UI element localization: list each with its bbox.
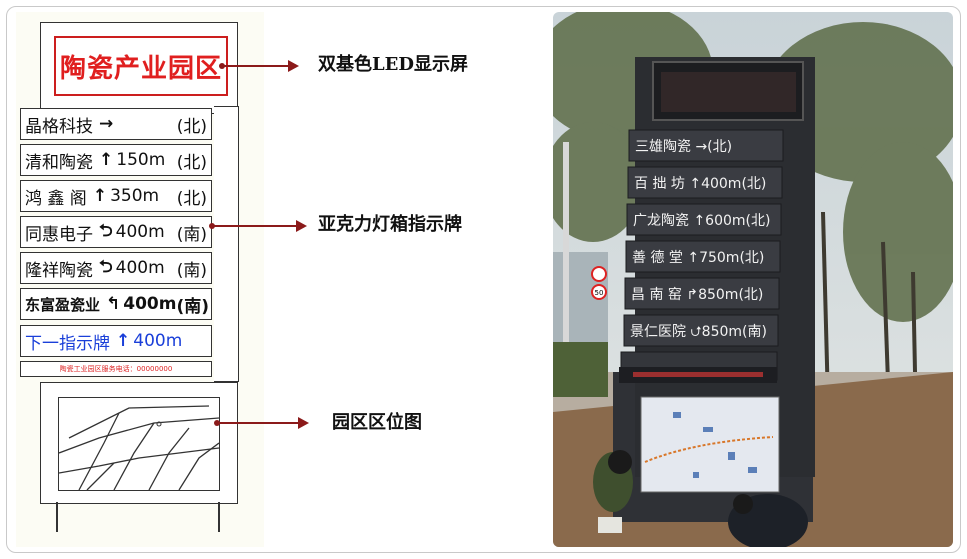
name-label: 同惠电子 (25, 224, 93, 245)
park-location-map (58, 397, 220, 491)
directory-row: 下一指示牌 ↑400m (20, 325, 212, 357)
callout-arrowhead-map (298, 417, 309, 429)
photo-directory-panel (628, 129, 784, 162)
photo-directory-panel (624, 277, 780, 310)
direction-arrow-icon: ↑ (99, 150, 114, 170)
callout-arrowhead-led (288, 60, 299, 72)
direction-arrow-icon: ↑ (92, 186, 108, 206)
name-label: 隆祥陶瓷 (25, 260, 93, 281)
distance-label: 400m (133, 331, 183, 351)
led-display: 陶瓷产业园区 (54, 36, 228, 96)
name-label: 鸿 鑫 阁 (25, 188, 87, 209)
callout-acrylic: 亚克力灯箱指示牌 (318, 214, 462, 235)
photo-directory-text: 景仁医院 ⮍850m(南) (630, 324, 767, 340)
photo-directory-text: 百 拙 坊 ↑400m(北) (634, 176, 766, 192)
distance-label: 400m (123, 294, 177, 314)
service-hotline: 陶瓷工业园区服务电话：00000000 (20, 361, 212, 377)
photo-directory-panel (623, 314, 779, 347)
photo-directory-panel (626, 203, 782, 236)
direction-arrow-icon: ↰ (106, 294, 121, 314)
callout-line-map (217, 422, 299, 424)
bearing-label: (南) (176, 296, 210, 317)
direction-arrow-icon: ↑ (116, 331, 131, 351)
directory-row: 鸿 鑫 阁↑350m (北) (20, 180, 212, 212)
direction-arrow-icon: ⮌ (99, 256, 113, 277)
callout-line-acrylic (212, 225, 297, 227)
map-lines-icon (58, 405, 220, 491)
directory-row: 同惠电子 ⮌400m (南) (20, 216, 212, 248)
directory-row: 东富盈瓷业 ↰400m(南) (20, 288, 212, 320)
distance-label: 350m (110, 186, 160, 206)
direction-arrow-icon: ⮌ (99, 220, 113, 241)
photo-directory-panel (627, 166, 783, 199)
directory-row: 清和陶瓷 ↑150m (北) (20, 144, 212, 176)
name-label: 东富盈瓷业 (25, 295, 101, 314)
name-label: 清和陶瓷 (25, 152, 93, 173)
callout-line-led (222, 65, 289, 67)
photo-directory-text: 三雄陶瓷 →(北) (635, 139, 732, 155)
sign-photo-scene: 50 三雄陶瓷 →(北) 百 拙 坊 ↑400m(北) 广龙陶瓷 ↑600m(北) 善… (553, 12, 953, 547)
name-label: 下一指示牌 (25, 333, 110, 354)
sign-base (30, 502, 246, 532)
distance-label: 150m (116, 150, 166, 170)
directory-row: 隆祥陶瓷 ⮌400m (南) (20, 252, 212, 284)
photo-directory-text: 善 德 堂 ↑750m(北) (632, 250, 764, 266)
direction-arrow-icon: → (99, 114, 114, 134)
photo-directory-panel (625, 240, 781, 273)
photo-directory-text: 昌 南 窑 ↱850m(北) (631, 286, 763, 303)
distance-label: 400m (115, 222, 165, 242)
bearing-label: (北) (176, 152, 207, 173)
bearing-label: (南) (176, 260, 207, 281)
bearing-label: (南) (176, 224, 207, 245)
base-leg-left (56, 502, 58, 532)
name-label: 晶格科技 (25, 116, 93, 137)
bearing-label: (北) (176, 116, 207, 137)
callout-arrowhead-acrylic (296, 220, 307, 232)
sign-photo: 50 三雄陶瓷 →(北) 百 拙 坊 ↑400m(北) 广龙陶瓷 ↑600m(北) 善… (553, 12, 953, 547)
directory-row: 晶格科技 → (北) (20, 108, 212, 140)
callout-led: 双基色LED显示屏 (318, 54, 468, 75)
bearing-label: (北) (176, 188, 207, 209)
photo-directory-text: 广龙陶瓷 ↑600m(北) (633, 213, 770, 229)
sign-side-panel (214, 106, 239, 382)
callout-map: 园区区位图 (332, 412, 422, 433)
base-leg-right (218, 502, 220, 532)
distance-label: 400m (115, 258, 165, 278)
speed-sign-text: 50 (595, 289, 604, 297)
